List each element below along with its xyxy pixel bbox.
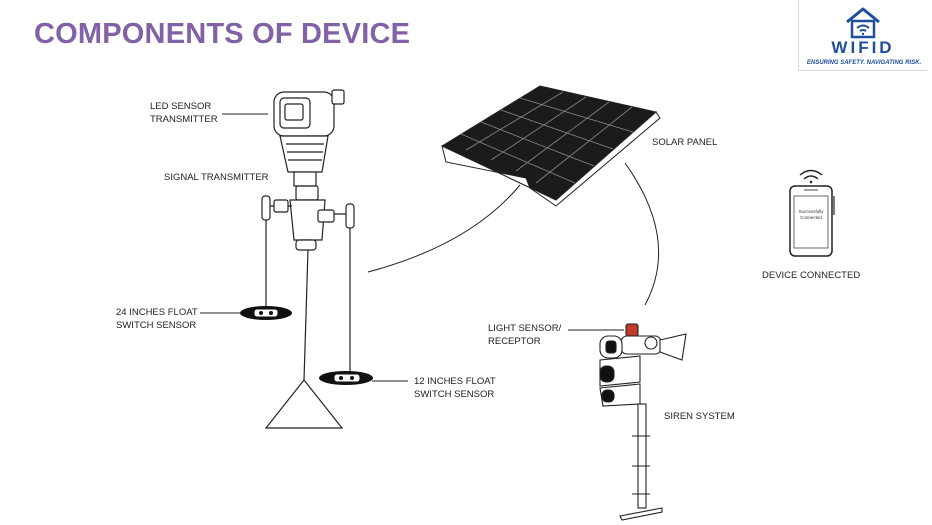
logo-tagline: ENSURING SAFETY. NAVIGATING RISK. [806,60,922,66]
logo: WIFID ENSURING SAFETY. NAVIGATING RISK. [798,0,927,71]
float-12-label: 12 INCHES FLOAT SWITCH SENSOR [414,376,496,400]
device-connected-label: DEVICE CONNECTED [762,270,861,281]
solar-panel-label: SOLAR PANEL [652,137,718,148]
smartphone: Successfully Connected [789,185,835,257]
float-12-sensor [319,371,373,385]
signal-transmitter [261,185,355,251]
tripod-base [264,379,344,429]
solar-to-sensor-curve [367,184,521,273]
house-wifi-icon [846,7,880,39]
phone-screen-line2: Connected [800,215,822,220]
logo-name: WIFID [831,38,895,57]
siren-system-label: SIREN SYSTEM [664,411,735,422]
led-sensor-transmitter [273,89,345,187]
solar-to-siren-curve [624,162,660,306]
siren-system [599,323,687,521]
signal-transmitter-label: SIGNAL TRANSMITTER [164,172,269,183]
phone-screen-line1: Successfully [798,209,824,214]
main-pole [303,249,309,381]
page-title: COMPONENTS OF DEVICE [34,18,411,50]
light-sensor-label: LIGHT SENSOR/ RECEPTOR [488,323,562,347]
float-24-sensor [240,306,292,320]
float-24-label: 24 INCHES FLOAT SWITCH SENSOR [116,307,198,331]
solar-panel [440,85,661,207]
led-sensor-label: LED SENSOR TRANSMITTER [150,101,218,125]
wifi-icon [799,169,823,184]
